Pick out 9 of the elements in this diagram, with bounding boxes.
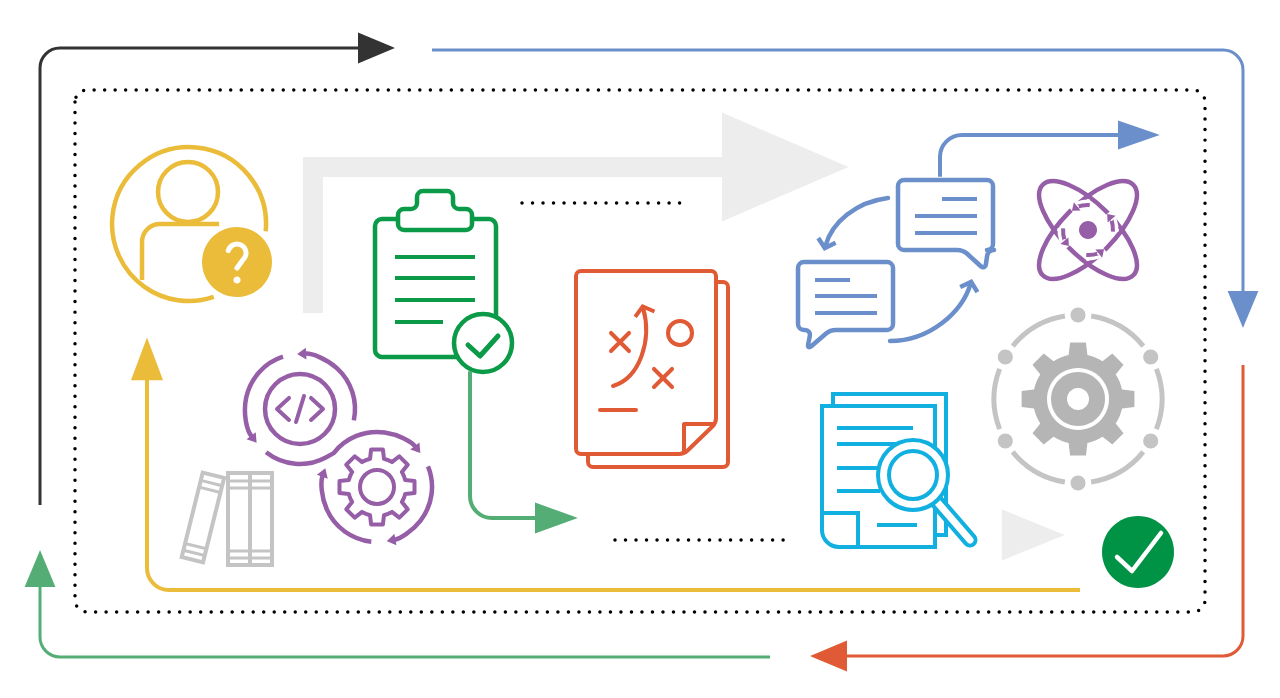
strategy-sheet-icon bbox=[574, 269, 730, 469]
gear-ring-icon bbox=[991, 307, 1165, 491]
books-icon bbox=[179, 470, 274, 567]
check-icon bbox=[1102, 516, 1174, 588]
clipboard-check-icon bbox=[372, 188, 515, 375]
document-search-icon bbox=[820, 392, 978, 549]
chat-bubbles-icon bbox=[795, 177, 997, 350]
atom-icon bbox=[1036, 178, 1140, 282]
person-icon bbox=[109, 144, 272, 304]
